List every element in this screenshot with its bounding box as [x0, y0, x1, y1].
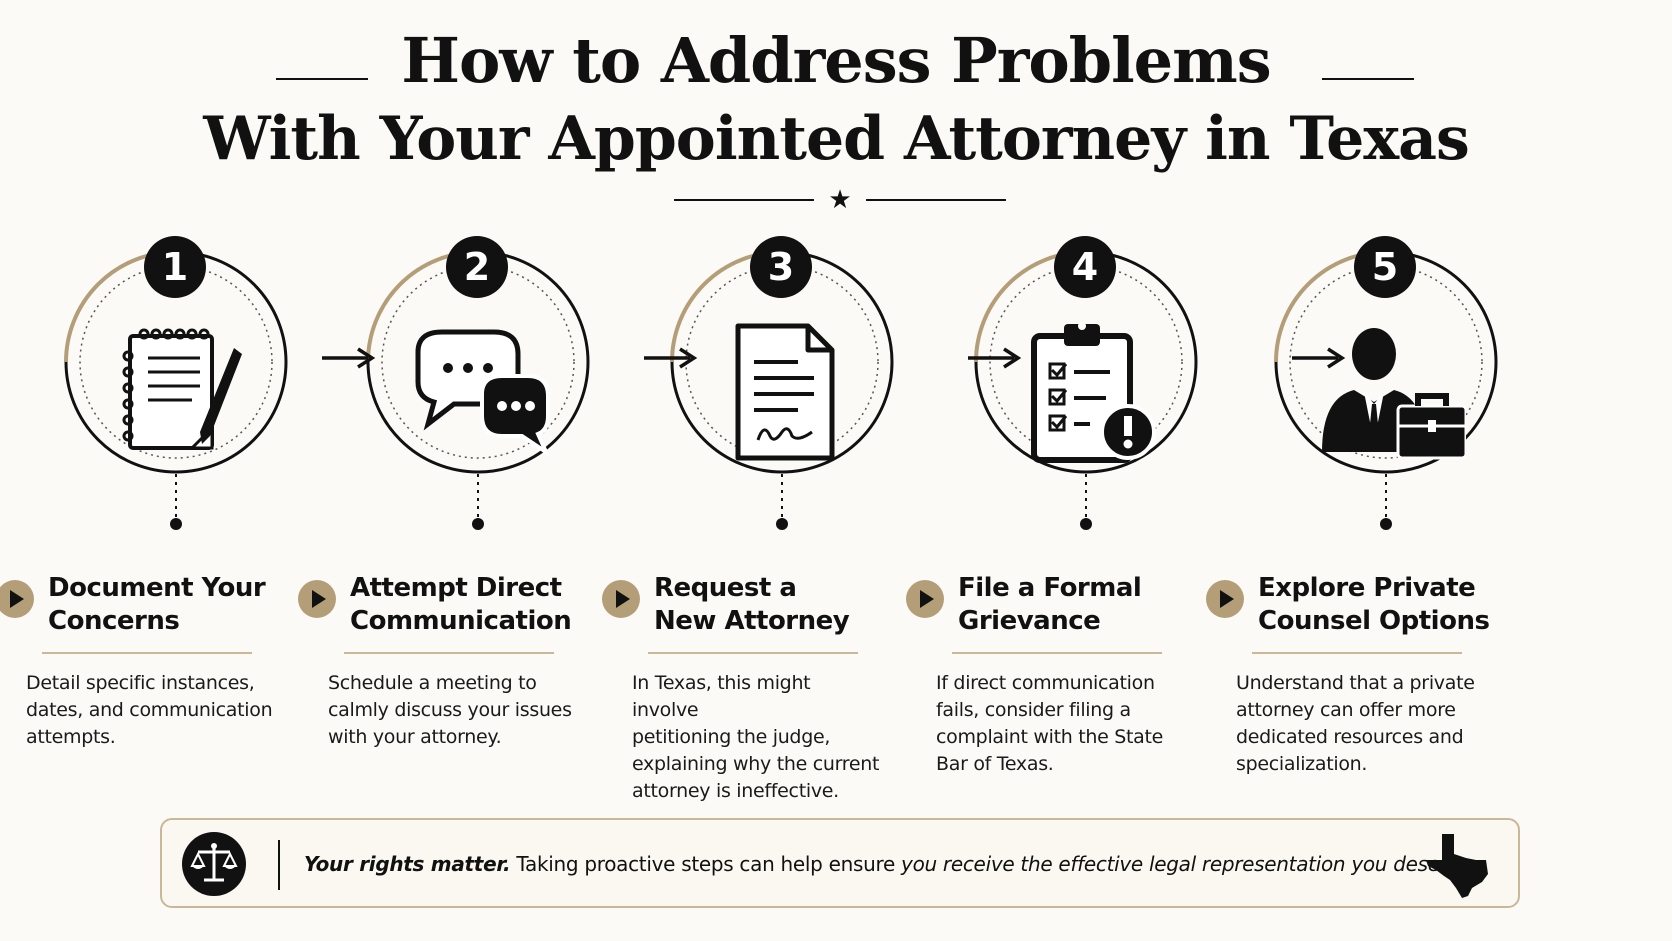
step-heading: Explore Private Counsel Options: [1206, 572, 1506, 642]
texas-map-icon: [1426, 834, 1488, 898]
step-4: 4 File a Formal Grievance If direct comm…: [906, 232, 1236, 792]
ornament-rule-left: [674, 199, 814, 201]
step-title-underline: [1252, 652, 1462, 654]
scales-of-justice-icon: [182, 832, 246, 896]
step-desc-line: If direct communication: [936, 672, 1155, 694]
title-rule-right: [1322, 78, 1414, 80]
step-desc-line: with your attorney.: [328, 726, 502, 748]
play-icon: [0, 580, 34, 618]
step-title: Attempt Direct Communication: [350, 572, 600, 638]
step-title-line: Communication: [350, 606, 572, 636]
arrow-right-icon: [1292, 347, 1346, 369]
step-description: In Texas, this might involve petitioning…: [632, 670, 882, 805]
play-icon: [906, 580, 944, 618]
clipboard-alert-icon: [1031, 322, 1156, 463]
step-2: 2 Attempt Direct Communication Schedule …: [298, 232, 628, 792]
step-title-underline: [952, 652, 1162, 654]
step-desc-line: dedicated resources and: [1236, 726, 1464, 748]
footer-message: Your rights matter. Taking proactive ste…: [304, 850, 1478, 878]
step-number-badge: 4: [1054, 236, 1116, 298]
lawyer-briefcase-icon: [1322, 328, 1466, 460]
step-number-badge: 1: [144, 236, 206, 298]
step-5: 5 Explore Private Counsel Options Unders…: [1206, 232, 1536, 792]
step-title-line: Grievance: [958, 606, 1101, 636]
step-title: File a Formal Grievance: [958, 572, 1208, 638]
step-desc-line: specialization.: [1236, 753, 1368, 775]
step-desc-line: attorney is ineffective.: [632, 780, 839, 802]
step-title: Document Your Concerns: [48, 572, 298, 638]
step-title: Explore Private Counsel Options: [1258, 572, 1508, 638]
step-heading: File a Formal Grievance: [906, 572, 1206, 642]
step-3: 3 Request a New Attorney In Texas, this …: [602, 232, 932, 802]
step-title-underline: [648, 652, 858, 654]
footer-text: Taking proactive steps can help ensure: [510, 852, 902, 876]
footer-italic: you receive the effective legal represen…: [901, 852, 1478, 876]
step-description: If direct communication fails, consider …: [936, 670, 1186, 778]
step-title-line: File a Formal: [958, 573, 1142, 603]
step-desc-line: attempts.: [26, 726, 116, 748]
arrow-right-icon: [322, 347, 376, 369]
step-desc-line: petitioning the judge,: [632, 726, 831, 748]
step-heading: Document Your Concerns: [0, 572, 296, 642]
footer-banner: Your rights matter. Taking proactive ste…: [160, 818, 1520, 908]
step-desc-line: calmly discuss your issues: [328, 699, 572, 721]
signed-document-icon: [735, 323, 835, 461]
step-title-line: Attempt Direct: [350, 573, 562, 603]
step-heading: Attempt Direct Communication: [298, 572, 598, 642]
page-title-line1: How to Address Problems: [401, 24, 1271, 97]
step-desc-line: complaint with the State: [936, 726, 1164, 748]
step-desc-line: Schedule a meeting to: [328, 672, 537, 694]
title-rule-left: [276, 78, 368, 80]
arrow-right-icon: [968, 347, 1022, 369]
step-desc-line: Bar of Texas.: [936, 753, 1054, 775]
step-description: Detail specific instances, dates, and co…: [26, 670, 276, 751]
step-title-line: Concerns: [48, 606, 180, 636]
step-desc-line: Understand that a private: [1236, 672, 1475, 694]
step-desc-line: dates, and communication: [26, 699, 273, 721]
step-description: Understand that a private attorney can o…: [1236, 670, 1486, 778]
star-icon: ★: [828, 185, 852, 215]
step-number-badge: 5: [1354, 236, 1416, 298]
play-icon: [602, 580, 640, 618]
step-desc-line: Detail specific instances,: [26, 672, 255, 694]
play-icon: [1206, 580, 1244, 618]
page-title-line2: With Your Appointed Attorney in Texas: [203, 104, 1470, 174]
footer-divider: [278, 840, 280, 890]
notepad-pen-icon: [122, 328, 242, 450]
title-ornament: ★: [0, 186, 1672, 216]
arrow-right-icon: [644, 347, 698, 369]
step-title-line: New Attorney: [654, 606, 850, 636]
step-title-line: Counsel Options: [1258, 606, 1490, 636]
step-title-line: Explore Private: [1258, 573, 1476, 603]
chat-bubbles-icon: [415, 329, 551, 458]
step-title-underline: [42, 652, 252, 654]
footer-bold: Your rights matter.: [304, 852, 511, 876]
step-number-badge: 2: [446, 236, 508, 298]
step-description: Schedule a meeting to calmly discuss you…: [328, 670, 578, 751]
ornament-rule-right: [866, 199, 1006, 201]
step-desc-line: explaining why the current: [632, 753, 880, 775]
title-block: How to Address Problems With Your Appoin…: [0, 22, 1672, 178]
step-title-line: Document Your: [48, 573, 266, 603]
step-title: Request a New Attorney: [654, 572, 904, 638]
step-desc-line: attorney can offer more: [1236, 699, 1456, 721]
step-desc-line: fails, consider filing a: [936, 699, 1131, 721]
step-1: 1 Document Your Concerns Detail specific…: [0, 232, 326, 792]
step-number-badge: 3: [750, 236, 812, 298]
play-icon: [298, 580, 336, 618]
step-heading: Request a New Attorney: [602, 572, 902, 642]
step-title-underline: [344, 652, 554, 654]
step-title-line: Request a: [654, 573, 797, 603]
step-desc-line: In Texas, this might involve: [632, 672, 811, 721]
